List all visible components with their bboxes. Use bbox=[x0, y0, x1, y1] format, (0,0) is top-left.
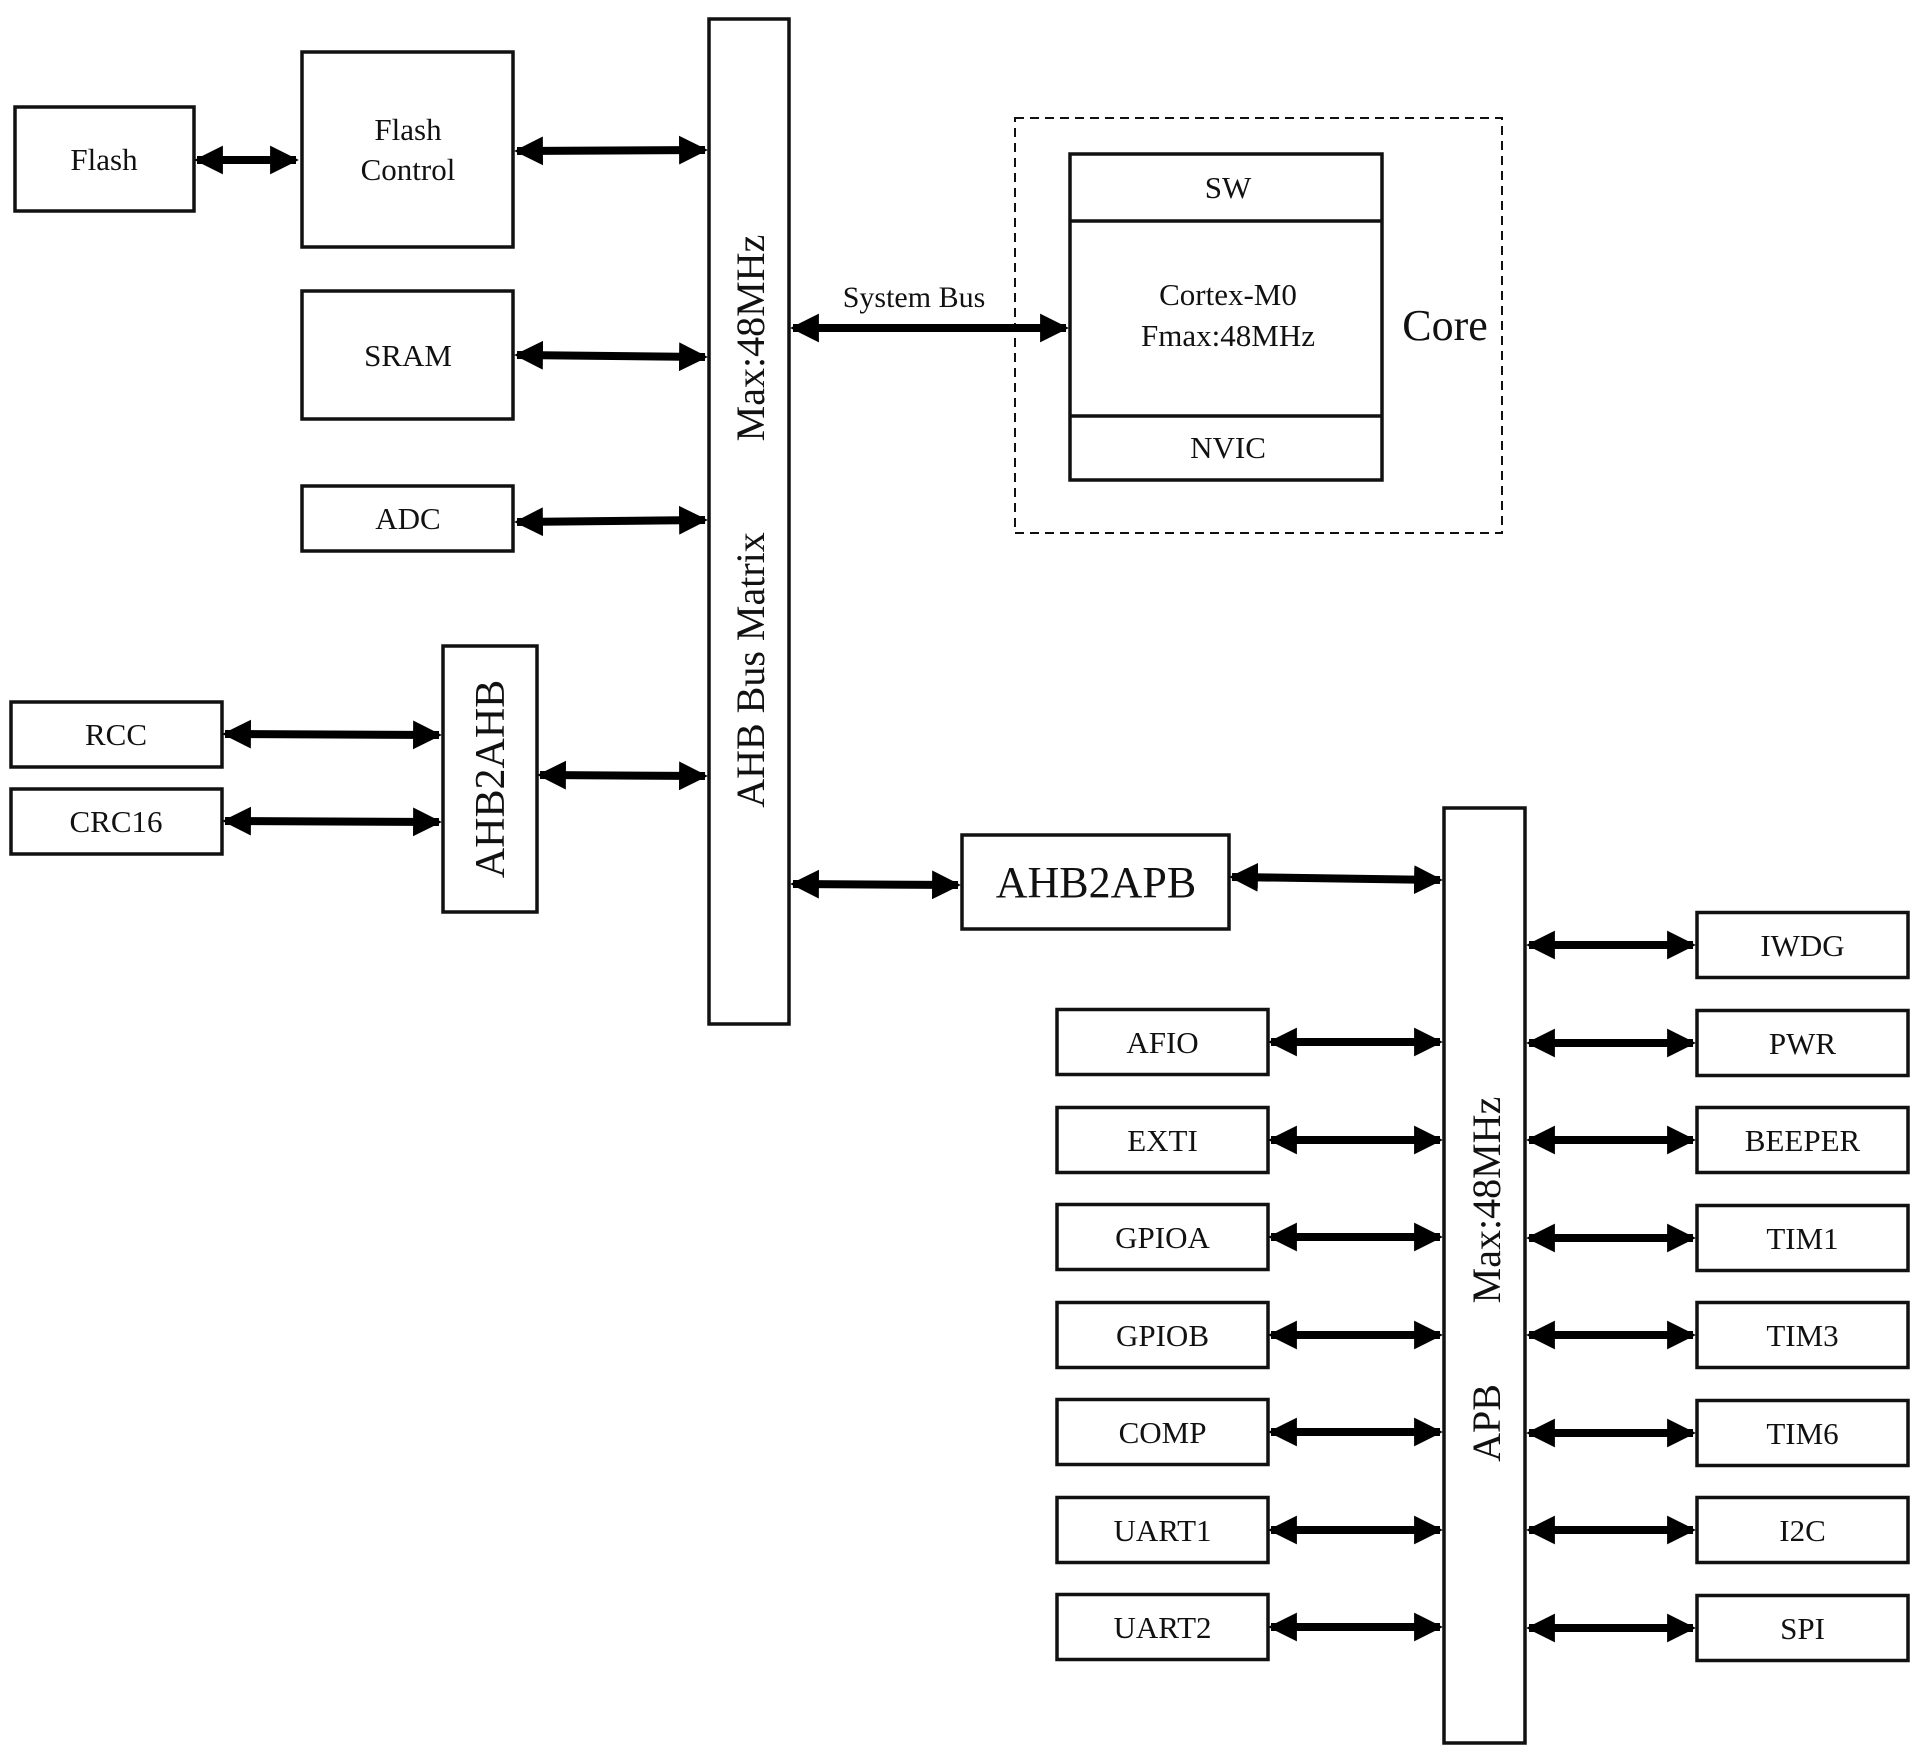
flash-control-block bbox=[300, 50, 515, 249]
apb-peripheral-tim3: TIM3 bbox=[1526, 1300, 1910, 1370]
tim3-label: TIM3 bbox=[1766, 1318, 1838, 1353]
uart1-label: UART1 bbox=[1113, 1513, 1211, 1548]
afio-block bbox=[1055, 1007, 1270, 1077]
iwdg-block bbox=[1695, 910, 1910, 980]
link-adc-ahb bbox=[514, 505, 708, 537]
link-crc16-ahb2ahb bbox=[222, 806, 442, 837]
ahb2apb-label: AHB2APB bbox=[996, 858, 1197, 907]
apb-peripheral-comp: COMP bbox=[1055, 1397, 1443, 1467]
apb-peripheral-tim6: TIM6 bbox=[1526, 1398, 1910, 1468]
tim1-label: TIM1 bbox=[1766, 1221, 1838, 1256]
core-label: Core bbox=[1402, 301, 1488, 350]
link-ahb2ahb-ahb bbox=[537, 760, 708, 791]
afio-label: AFIO bbox=[1126, 1025, 1198, 1060]
cortex-label-line1: Cortex-M0 bbox=[1159, 277, 1297, 312]
iwdg-label: IWDG bbox=[1760, 928, 1844, 963]
comp-block bbox=[1055, 1397, 1270, 1467]
bus-links bbox=[194, 135, 1443, 900]
rcc-label: RCC bbox=[85, 717, 147, 752]
link-ahb2apb-apb bbox=[1229, 862, 1443, 895]
apb-bus-block bbox=[1442, 806, 1527, 1745]
apb-peripheral-uart2: UART2 bbox=[1055, 1592, 1443, 1662]
ahb-bus-matrix-frequency: Max:48MHz bbox=[728, 235, 773, 442]
ahb2ahb-block bbox=[441, 644, 539, 914]
uart2-label: UART2 bbox=[1113, 1610, 1211, 1645]
tim6-label: TIM6 bbox=[1766, 1416, 1838, 1451]
flash-block bbox=[13, 105, 196, 213]
adc-block bbox=[300, 484, 515, 553]
comp-label: COMP bbox=[1119, 1415, 1207, 1450]
crc16-block bbox=[9, 787, 224, 856]
i2c-label: I2C bbox=[1779, 1513, 1826, 1548]
beeper-block bbox=[1695, 1105, 1910, 1175]
sw-label: SW bbox=[1205, 170, 1252, 205]
tim3-block bbox=[1695, 1300, 1910, 1370]
apb-peripheral-uart1: UART1 bbox=[1055, 1495, 1443, 1565]
i2c-block bbox=[1695, 1495, 1910, 1565]
system-bus-label: System Bus bbox=[843, 281, 986, 314]
sram-block bbox=[300, 289, 515, 421]
apb-peripheral-afio: AFIO bbox=[1055, 1007, 1443, 1077]
tim6-block bbox=[1695, 1398, 1910, 1468]
adc-label: ADC bbox=[375, 501, 440, 536]
crc16-label: CRC16 bbox=[69, 804, 162, 839]
nvic-label: NVIC bbox=[1190, 430, 1266, 465]
link-rcc-ahb2ahb bbox=[222, 719, 442, 750]
pwr-label: PWR bbox=[1769, 1026, 1837, 1061]
gpioa-block bbox=[1055, 1202, 1270, 1272]
beeper-label: BEEPER bbox=[1745, 1123, 1861, 1158]
exti-label: EXTI bbox=[1127, 1123, 1198, 1158]
link-ahb-ahb2apb bbox=[790, 869, 961, 900]
gpiob-label: GPIOB bbox=[1116, 1318, 1209, 1353]
tim1-block bbox=[1695, 1203, 1910, 1273]
gpioa-label: GPIOA bbox=[1115, 1220, 1210, 1255]
apb-peripheral-gpiob: GPIOB bbox=[1055, 1300, 1443, 1370]
apb-bus-frequency: Max:48MHz bbox=[1464, 1097, 1509, 1304]
rcc-block bbox=[9, 700, 224, 769]
spi-label: SPI bbox=[1780, 1611, 1825, 1646]
flash-control-label-line1: Flash bbox=[374, 112, 442, 147]
cortex-label-line2: Fmax:48MHz bbox=[1141, 318, 1315, 353]
apb-peripheral-exti: EXTI bbox=[1055, 1105, 1443, 1175]
exti-block bbox=[1055, 1105, 1270, 1175]
cortex-m0-block bbox=[1068, 152, 1384, 482]
apb-peripheral-gpioa: GPIOA bbox=[1055, 1202, 1443, 1272]
uart1-block bbox=[1055, 1495, 1270, 1565]
ahb2apb-block bbox=[960, 833, 1231, 931]
apb-peripheral-beeper: BEEPER bbox=[1526, 1105, 1910, 1175]
link-flash-control-ahb bbox=[514, 135, 708, 166]
flash-label: Flash bbox=[70, 142, 138, 177]
apb-peripheral-tim1: TIM1 bbox=[1526, 1203, 1910, 1273]
apb-peripheral-spi: SPI bbox=[1526, 1593, 1910, 1663]
apb-peripheral-i2c: I2C bbox=[1526, 1495, 1910, 1565]
sram-label: SRAM bbox=[364, 338, 452, 373]
apb-peripheral-pwr: PWR bbox=[1526, 1008, 1910, 1078]
gpiob-block bbox=[1055, 1300, 1270, 1370]
uart2-block bbox=[1055, 1592, 1270, 1662]
flash-control-label-line2: Control bbox=[361, 152, 456, 187]
link-sram-ahb bbox=[514, 340, 708, 372]
ahb2ahb-label: AHB2AHB bbox=[468, 680, 514, 878]
pwr-block bbox=[1695, 1008, 1910, 1078]
spi-block bbox=[1695, 1593, 1910, 1663]
ahb-bus-matrix-block bbox=[707, 17, 791, 1026]
apb-bus-label: APB bbox=[1464, 1384, 1509, 1462]
apb-peripheral-iwdg: IWDG bbox=[1526, 910, 1910, 980]
ahb-bus-matrix-label: AHB Bus Matrix bbox=[728, 532, 773, 808]
